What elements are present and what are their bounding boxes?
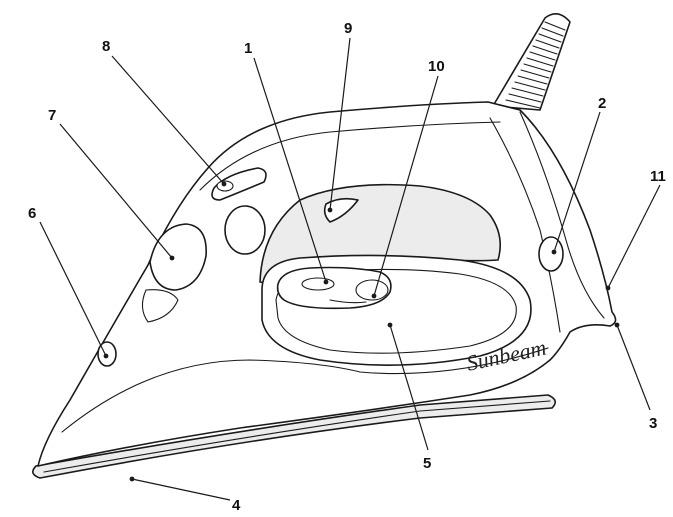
side-button [538,236,564,272]
handle-trigger [323,197,359,223]
leader-6 [39,221,107,357]
leader-lines [39,37,661,501]
leader-4 [131,478,231,501]
leader-11 [607,184,661,289]
leader-10 [373,75,439,297]
leader-1 [253,57,327,283]
callout-10: 10 [428,58,445,75]
steam-control-dial [276,266,392,310]
callout-9: 9 [344,20,352,37]
leader-3 [616,324,651,411]
callout-4: 4 [232,497,241,514]
callout-7: 7 [48,107,56,124]
callout-2: 2 [598,95,606,112]
callout-1: 1 [244,40,252,57]
leader-8 [111,55,225,185]
leader-9 [329,37,351,211]
water-fill-cover [141,223,207,323]
leader-dots [103,181,620,482]
leader-7 [59,123,173,259]
callout-11: 11 [650,168,666,185]
callout-6: 6 [28,205,36,222]
callout-8: 8 [102,38,110,55]
burst-of-steam-button [224,205,266,255]
soleplate [32,394,556,479]
leader-5 [389,324,429,451]
leader-2 [553,111,601,253]
callout-5: 5 [423,455,431,472]
power-cord [492,13,571,111]
callout-labels: 1 2 3 4 5 6 7 8 9 10 11 [28,20,666,514]
callout-3: 3 [649,415,657,432]
